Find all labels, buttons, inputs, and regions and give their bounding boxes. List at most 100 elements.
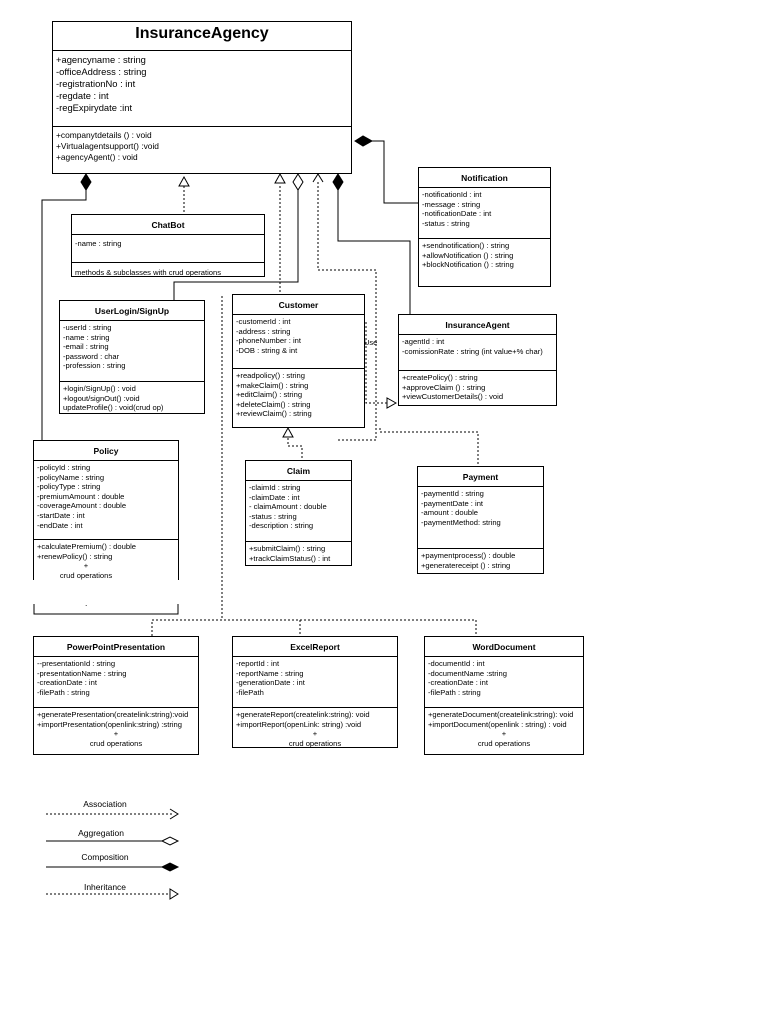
attribute: -presentationName : string (37, 668, 127, 678)
documents-bus (151, 619, 477, 636)
class-name: ChatBot (72, 215, 264, 235)
attributes: -claimId : string -claimDate : int - cla… (246, 481, 351, 541)
attribute: -documentId : int (428, 659, 485, 668)
method: +Virtualagentsupport() :void (56, 141, 159, 151)
attributes: --presentationId : string -presentationN… (34, 657, 198, 707)
method: +logout/signOut() :void (63, 393, 140, 403)
attribute: -profession : string (63, 361, 126, 371)
class-notification[interactable]: Notification -notificationId : int -mess… (418, 167, 551, 287)
attribute: -customerId : int (236, 317, 291, 326)
attribute: -claimDate : int (249, 492, 300, 502)
class-name: Policy (34, 441, 178, 461)
association-arrow-customer-agency (312, 173, 324, 183)
class-policy[interactable]: Policy -policyId : string -policyName : … (33, 440, 179, 580)
methods: +paymentprocess() : double +generaterece… (418, 548, 543, 573)
attribute: -paymentId : string (421, 489, 484, 498)
method: +renewPolicy() : string (37, 551, 113, 561)
attribute: -registrationNo : int (56, 78, 136, 89)
method: + (501, 729, 507, 739)
legend-composition-label: Composition (81, 852, 129, 862)
attribute: -message : string (422, 199, 481, 209)
use-label: Use (364, 338, 378, 347)
attribute: -generationDate : int (236, 678, 305, 688)
legend-inheritance-label: Inheritance (83, 882, 127, 892)
method: +submitClaim() : string (249, 544, 326, 553)
attribute: -phoneNumber : int (236, 336, 302, 346)
attribute: -officeAddress : string (56, 66, 147, 77)
method: crud operations (288, 738, 342, 748)
class-chatbot[interactable]: ChatBot -name : string methods & subclas… (71, 214, 265, 277)
method: +calculatePremium() : double (37, 542, 136, 551)
class-insurance-agent[interactable]: InsuranceAgent -agentId : int -comission… (398, 314, 557, 406)
attribute: -DOB : string & int (236, 345, 298, 355)
attribute: -policyId : string (37, 463, 91, 472)
inheritance-triangle-claim (282, 426, 294, 438)
use-line-customer-agent (365, 322, 388, 404)
attribute: - claimAmount : double (249, 502, 327, 512)
class-word-document[interactable]: WordDocument -documentId : int -document… (424, 636, 584, 755)
attribute: -paymentDate : int (421, 498, 484, 508)
legend-association-arrow (169, 808, 179, 820)
class-powerpoint-presentation[interactable]: PowerPointPresentation --presentationId … (33, 636, 199, 755)
attributes: -userId : string -name : string -email :… (60, 321, 204, 381)
method: +generatereceipt () : string (421, 560, 511, 570)
attribute: -notificationId : int (422, 190, 482, 199)
class-payment[interactable]: Payment -paymentId : string -paymentDate… (417, 466, 544, 574)
attribute: -filePath : string (37, 687, 90, 697)
class-insurance-agency[interactable]: InsuranceAgency +agencyname : string -of… (52, 21, 352, 174)
method: + (312, 729, 318, 739)
attribute: -endDate : int (37, 520, 83, 530)
attribute: -email : string (63, 342, 109, 352)
attributes: -customerId : int -address : string -pho… (233, 315, 364, 368)
class-name: Payment (418, 467, 543, 487)
class-name: ExcelReport (233, 637, 397, 657)
method: +companytdetails () : void (56, 130, 152, 140)
class-excel-report[interactable]: ExcelReport -reportId : int -reportName … (232, 636, 398, 748)
attribute: -amount : double (421, 508, 478, 518)
class-name: InsuranceAgent (399, 315, 556, 335)
methods: +readpolicy() : string +makeClaim() : st… (233, 368, 364, 422)
attribute: -status : string (422, 218, 470, 228)
methods: +createPolicy() : string +approveClaim (… (399, 370, 556, 405)
attribute: -address : string (236, 326, 291, 336)
composition-diamond-policy (80, 173, 92, 191)
attribute: -claimId : string (249, 483, 301, 492)
method: +importReport(openLink: string) :void (236, 719, 362, 729)
method: +makeClaim() : string (236, 380, 309, 390)
method: +generatePresentation(createlink:string)… (37, 710, 189, 719)
method: +reviewClaim() : string (236, 409, 312, 419)
method: +approveClaim () : string (402, 382, 486, 392)
method: crud operations (59, 570, 113, 580)
use-triangle-agent (386, 397, 398, 409)
method: +viewCustomerDetails() : void (402, 392, 504, 402)
policy-bottom-bracket (33, 604, 179, 615)
attribute: -regdate : int (56, 90, 109, 101)
composition-diamond-insuranceagent (332, 173, 344, 191)
class-name: Customer (233, 295, 364, 315)
attributes: -policyId : string -policyName : string … (34, 461, 178, 539)
method: +deleteClaim() : string (236, 399, 311, 409)
legend-association-label: Association (83, 799, 127, 809)
inheritance-triangle-chatbot (178, 175, 190, 187)
class-claim[interactable]: Claim -claimId : string -claimDate : int… (245, 460, 352, 566)
methods: +generateReport(createlink:string): void… (233, 707, 397, 751)
method: +trackClaimStatus() : int (249, 553, 331, 563)
methods: +generatePresentation(createlink:string)… (34, 707, 198, 751)
attribute: -agentId : int (402, 337, 445, 346)
aggregation-line-userlogin (173, 190, 299, 300)
composition-line-insuranceagent (337, 190, 411, 314)
class-userlogin-signup[interactable]: UserLogin/SignUp -userId : string -name … (59, 300, 205, 414)
method: +importPresentation(openlink:string) :st… (37, 719, 182, 729)
class-customer[interactable]: Customer -customerId : int -address : st… (232, 294, 365, 428)
method: +paymentprocess() : double (421, 551, 516, 560)
composition-line-policy (41, 190, 87, 440)
methods: +sendnotification() : string +allowNotif… (419, 238, 550, 273)
attribute: -description : string (249, 521, 314, 531)
attribute: -reportName : string (236, 668, 304, 678)
class-name: Claim (246, 461, 351, 481)
method: +blockNotification () : string (422, 260, 514, 270)
methods: +generateDocument(createlink:string): vo… (425, 707, 583, 751)
attribute: -status : string (249, 511, 297, 521)
attribute: -coverageAmount : double (37, 501, 127, 511)
policy-dot-label: . (85, 598, 88, 608)
